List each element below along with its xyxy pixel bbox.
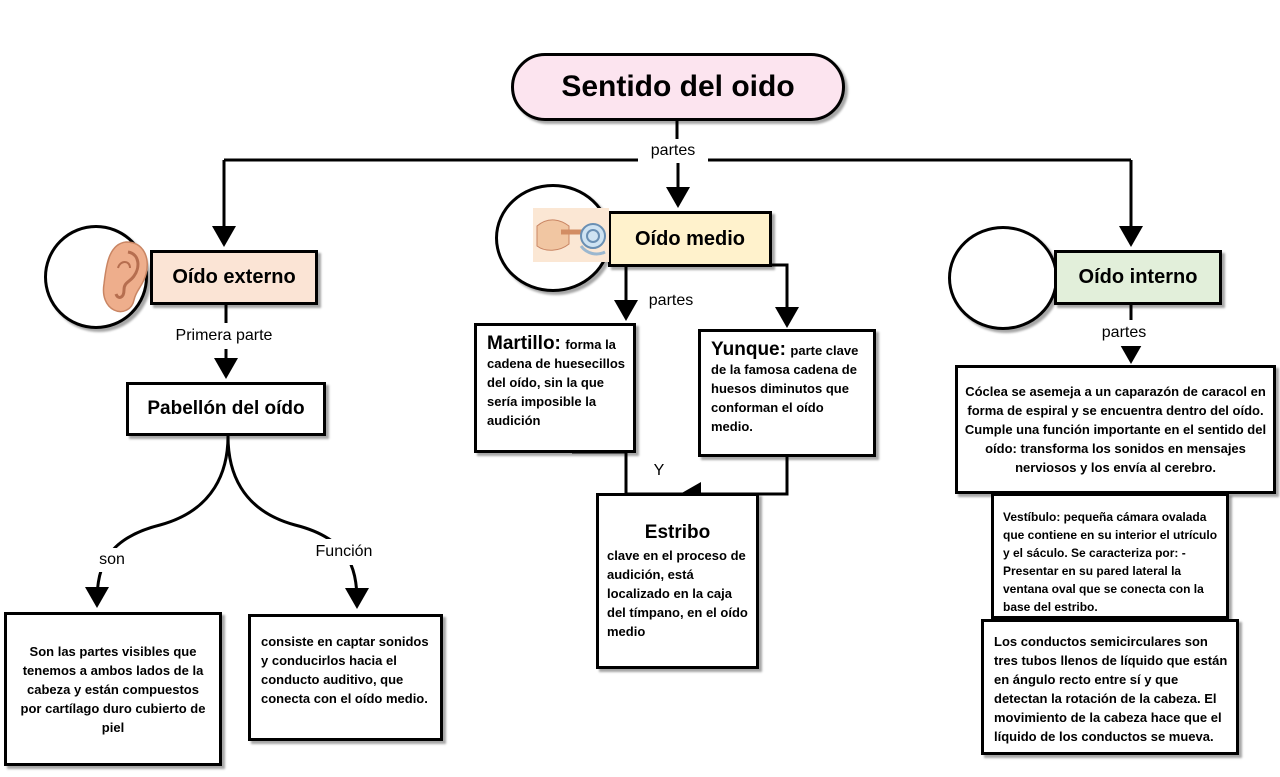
- martillo-box: Martillo: forma la cadena de huesecillos…: [474, 323, 636, 453]
- estribo-title: Estribo: [644, 522, 711, 543]
- ear-icon: [96, 238, 152, 316]
- label-y: Y: [646, 459, 672, 483]
- coclea-box: Cóclea se asemeja a un caparazón de cara…: [955, 365, 1276, 494]
- diagram-title: Sentido del oido: [511, 53, 845, 121]
- externo-header: Oído externo: [150, 250, 318, 305]
- externo-funcion-box: consiste en captar sonidos y conducirlos…: [248, 614, 443, 741]
- medio-header: Oído medio: [608, 211, 772, 267]
- externo-son-box: Son las partes visibles que tenemos a am…: [4, 612, 222, 766]
- yunque-text: parte clave de la famosa cadena de hueso…: [711, 343, 859, 434]
- estribo-box: Estribo clave en el proceso de audición,…: [596, 493, 759, 669]
- label-son: son: [88, 548, 136, 572]
- label-partes-medio: partes: [640, 288, 702, 314]
- martillo-text: forma la cadena de huesecillos del oído,…: [487, 337, 626, 428]
- label-partes-top: partes: [638, 139, 708, 163]
- vestibulo-box: Vestíbulo: pequeña cámara ovalada que co…: [991, 493, 1229, 619]
- pabellon-box: Pabellón del oído: [126, 382, 326, 436]
- conductos-box: Los conductos semicirculares son tres tu…: [981, 619, 1239, 755]
- yunque-box: Yunque: parte clave de la famosa cadena …: [698, 329, 876, 457]
- label-partes-interno: partes: [1093, 320, 1155, 346]
- label-funcion: Función: [303, 539, 385, 565]
- ear-anatomy-icon: [531, 206, 611, 264]
- martillo-title: Martillo:: [487, 333, 561, 354]
- interno-header: Oído interno: [1054, 250, 1222, 305]
- label-primera-parte: Primera parte: [162, 323, 286, 349]
- title-text: Sentido del oido: [561, 70, 795, 103]
- yunque-title: Yunque:: [711, 339, 786, 360]
- estribo-text: clave en el proceso de audición, está lo…: [607, 548, 748, 639]
- interno-image-circle: [948, 226, 1058, 330]
